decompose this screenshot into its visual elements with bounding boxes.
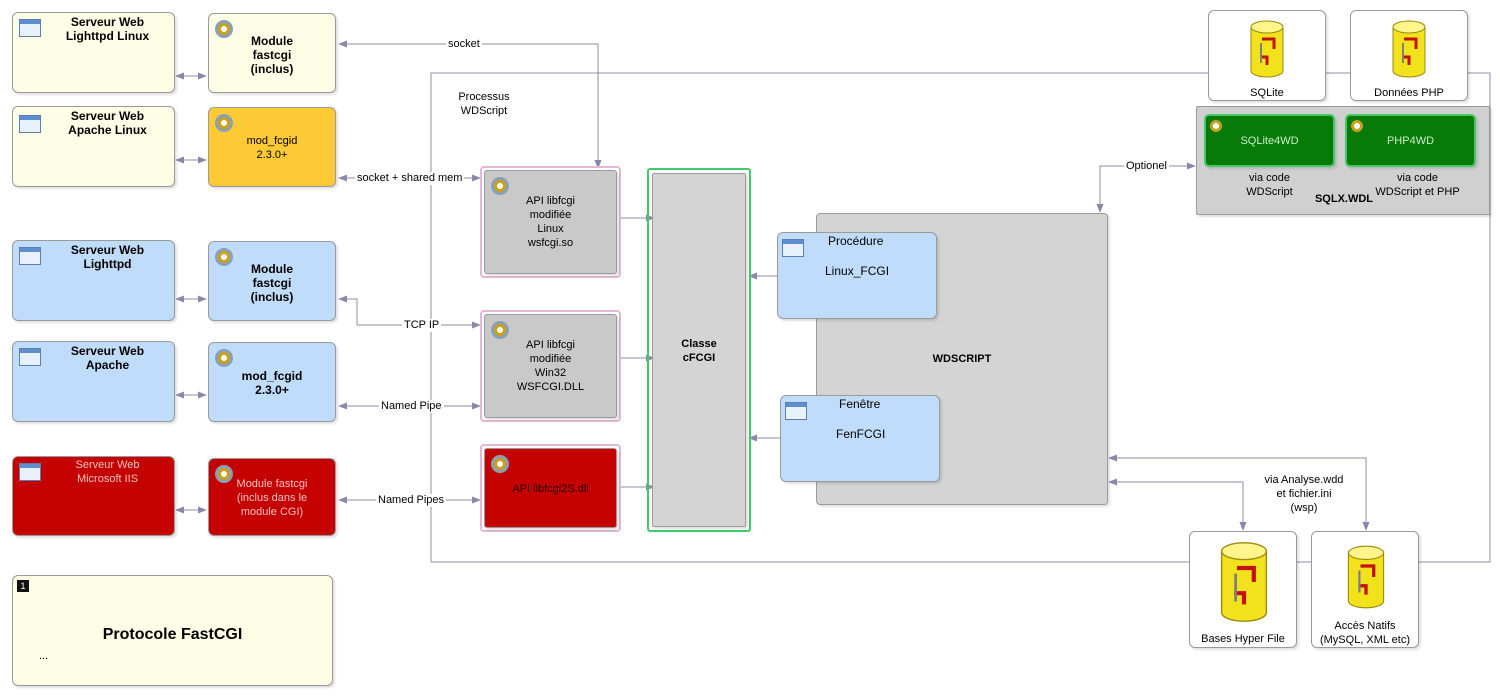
classe-label: Classe cFCGI	[681, 338, 717, 364]
procedure-linux-fcgi[interactable]: Procédure Linux_FCGI	[777, 232, 937, 319]
api-libfcgi-win32[interactable]: API libfcgi modifiée Win32 WSFCGI.DLL	[484, 314, 617, 418]
module-iis-fastcgi[interactable]: Module fastcgi (inclus dans le module CG…	[208, 458, 336, 536]
gear-icon	[491, 455, 509, 473]
window-icon	[782, 239, 804, 257]
sqlx-via-wdscript-php: via code WDScript et PHP	[1375, 172, 1460, 198]
sqlx-label: SQLX.WDL	[1314, 193, 1374, 205]
database-icon	[1392, 20, 1426, 78]
gear-icon	[1351, 120, 1363, 132]
module-label: mod_fcgid 2.3.0+	[246, 135, 298, 161]
db-php[interactable]: Données PHP	[1350, 10, 1468, 101]
procedure-title: Procédure	[828, 234, 884, 248]
api-label: API libfcgi2S.dll	[512, 483, 589, 495]
note-number: 1	[17, 580, 29, 592]
server-lighttpd[interactable]: Serveur Web Lighttpd	[12, 240, 175, 321]
gear-icon	[215, 349, 233, 367]
server-label: Serveur Web Lighttpd	[70, 243, 145, 271]
api-label: API libfcgi modifiée Win32 WSFCGI.DLL	[516, 339, 585, 393]
php4wd-module[interactable]: PHP4WD	[1345, 114, 1476, 167]
db-sqlite[interactable]: SQLite	[1208, 10, 1326, 101]
database-icon	[1220, 542, 1268, 622]
module-label: Module fastcgi (inclus dans le module CG…	[236, 478, 308, 518]
classe-cfcgi[interactable]: Classe cFCGI	[652, 173, 746, 527]
module-mod-fcgid[interactable]: mod_fcgid 2.3.0+	[208, 342, 336, 422]
db-php-label: Données PHP	[1374, 87, 1444, 99]
wdscript-label: WDSCRIPT	[932, 353, 992, 365]
module-label: Module fastcgi (inclus)	[250, 34, 294, 76]
server-apache[interactable]: Serveur Web Apache	[12, 341, 175, 422]
note-title: Protocole FastCGI	[102, 626, 243, 643]
window-icon	[19, 463, 41, 481]
gear-icon	[491, 177, 509, 195]
db-acces-natifs-label: Accès Natifs (MySQL, XML etc)	[1319, 620, 1411, 646]
label-socket: socket	[446, 38, 482, 51]
gear-icon	[215, 465, 233, 483]
label-via-analyse: via Analyse.wdd et fichier.ini (wsp)	[1254, 473, 1354, 515]
label-named-pipes: Named Pipes	[376, 494, 447, 507]
gear-icon	[491, 321, 509, 339]
note-protocole-fastcgi[interactable]: 1 Protocole FastCGI ...	[12, 575, 333, 686]
db-acces-natifs[interactable]: Accès Natifs (MySQL, XML etc)	[1311, 531, 1419, 648]
server-label: Serveur Web Apache Linux	[68, 109, 147, 137]
database-icon	[1347, 545, 1385, 609]
module-fastcgi-linux[interactable]: Module fastcgi (inclus)	[208, 13, 336, 93]
label-named-pipe: Named Pipe	[379, 400, 444, 413]
server-label: Serveur Web Microsoft IIS	[75, 459, 140, 485]
api-libfcgi2s[interactable]: API libfcgi2S.dll	[484, 448, 617, 528]
process-label: Processus WDScript	[458, 91, 510, 117]
db-hyperfile-label: Bases Hyper File	[1201, 633, 1285, 645]
api-win32-frame	[480, 310, 621, 422]
label-optionel: Optionel	[1124, 160, 1169, 173]
sqlite4wd-module[interactable]: SQLite4WD	[1204, 114, 1335, 167]
classe-frame	[647, 168, 751, 532]
db-sqlite-label: SQLite	[1250, 87, 1284, 99]
php4wd-label: PHP4WD	[1386, 135, 1435, 147]
api-libfcgi-linux[interactable]: API libfcgi modifiée Linux wsfcgi.so	[484, 170, 617, 274]
label-socket-shared-mem: socket + shared mem	[355, 172, 465, 185]
sqlx-via-wdscript: via code WDScript	[1246, 172, 1293, 198]
sqlite4wd-label: SQLite4WD	[1240, 135, 1299, 147]
server-label: Serveur Web Lighttpd Linux	[65, 15, 150, 43]
server-apache-linux[interactable]: Serveur Web Apache Linux	[12, 106, 175, 187]
window-icon	[19, 19, 41, 37]
gear-icon	[1210, 120, 1222, 132]
server-lighttpd-linux[interactable]: Serveur Web Lighttpd Linux	[12, 12, 175, 93]
api-label: API libfcgi modifiée Linux wsfcgi.so	[526, 195, 575, 249]
label-tcp-ip: TCP IP	[402, 319, 442, 332]
gear-icon	[215, 114, 233, 132]
window-icon	[785, 402, 807, 420]
module-label: Module fastcgi (inclus)	[250, 262, 294, 304]
module-mod-fcgid-linux[interactable]: mod_fcgid 2.3.0+	[208, 107, 336, 187]
gear-icon	[215, 248, 233, 266]
procedure-name: Linux_FCGI	[825, 264, 890, 278]
window-icon	[19, 247, 41, 265]
api-linux-frame	[480, 166, 621, 278]
module-label: mod_fcgid 2.3.0+	[241, 369, 303, 397]
api-libfcgi2s-frame	[480, 444, 621, 532]
server-label: Serveur Web Apache	[70, 344, 145, 372]
gear-icon	[215, 20, 233, 38]
server-iis[interactable]: Serveur Web Microsoft IIS	[12, 456, 175, 536]
window-icon	[19, 348, 41, 366]
database-icon	[1250, 20, 1284, 78]
db-hyperfile[interactable]: Bases Hyper File	[1189, 531, 1297, 648]
fenetre-name: FenFCGI	[836, 427, 886, 441]
window-icon	[19, 115, 41, 133]
note-body: ...	[39, 650, 49, 662]
fenetre-title: Fenêtre	[839, 397, 881, 411]
fenetre-fenfcgi[interactable]: Fenêtre FenFCGI	[780, 395, 940, 482]
module-fastcgi[interactable]: Module fastcgi (inclus)	[208, 241, 336, 321]
